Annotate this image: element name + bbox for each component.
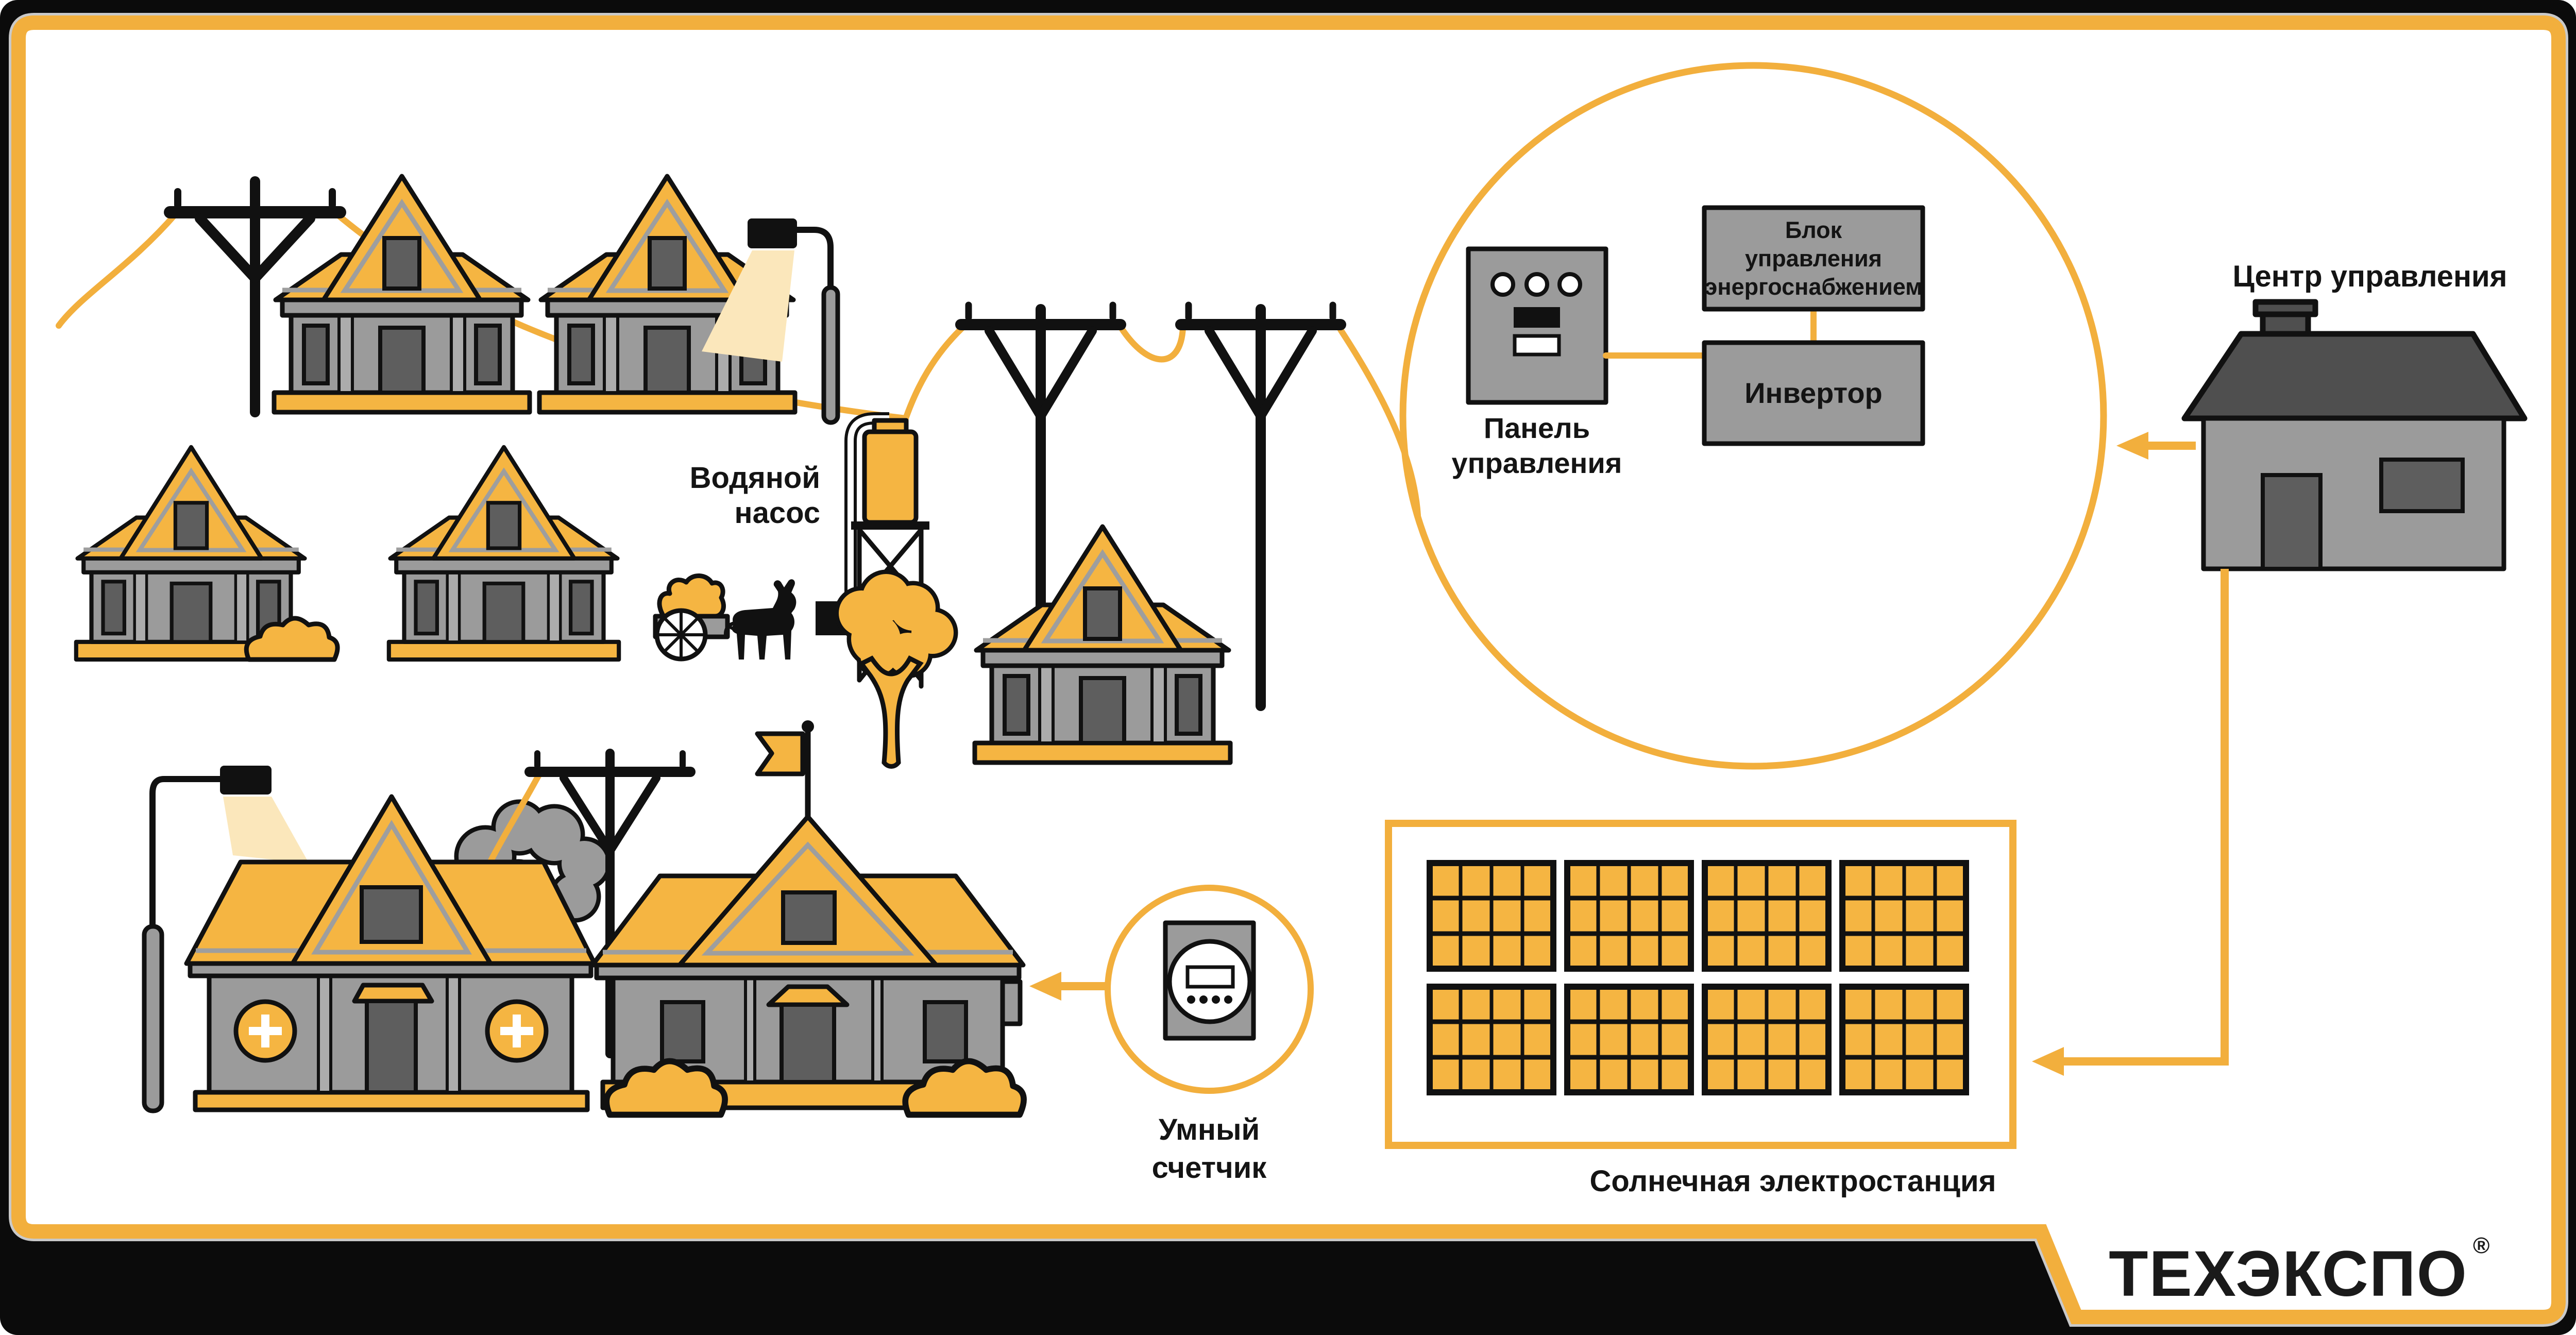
inverter-label: Инвертор	[1744, 377, 1882, 409]
door-awning	[352, 983, 434, 1004]
solar-panel	[1705, 863, 1828, 969]
logo-text: ТЕХЭКСПО	[2109, 1238, 2468, 1310]
wire-between-poles	[1118, 325, 1186, 363]
solar-panel	[1430, 987, 1553, 1092]
hospital	[184, 794, 597, 1112]
solar-label: Солнечная электростанция	[1589, 1164, 1996, 1198]
street-lamp-top	[702, 218, 840, 425]
street-lamp-bottom	[142, 766, 309, 1113]
inverter-block: Инвертор	[1702, 340, 1925, 446]
donkey-cart	[653, 573, 796, 662]
water-tank	[862, 429, 919, 525]
arrow-meter-to-house	[1029, 972, 1107, 1001]
solar-frame	[1385, 820, 2016, 1149]
solar-panel	[1567, 863, 1691, 969]
wire-pole-to-cloud	[487, 772, 542, 865]
solar-panel	[1430, 863, 1553, 969]
meter-display	[1185, 965, 1235, 989]
meter-label-2: счетчик	[1152, 1151, 1267, 1185]
wire-left-edge	[56, 210, 179, 329]
water-pump-label-1: Водяной	[690, 461, 820, 495]
logo-registered-mark: ®	[2473, 1233, 2489, 1258]
lamp-beam	[223, 797, 309, 864]
power-pole-topleft	[164, 176, 346, 417]
block-label-2: управления	[1745, 245, 1882, 272]
lamp-head	[220, 766, 272, 795]
school-door	[779, 1003, 836, 1084]
donkey	[732, 579, 796, 660]
smart-meter	[1105, 885, 1314, 1094]
wire-pole-to-circle	[1337, 327, 1421, 518]
brand-logo: ТЕХЭКСПО ®	[2109, 1233, 2489, 1310]
panel-label-2: управления	[1452, 447, 1622, 479]
hospital-door	[365, 999, 418, 1094]
wire-pole-to-tank	[903, 325, 965, 421]
window	[2379, 458, 2465, 513]
power-control-block: Блок управления энергоснабжением	[1702, 205, 1925, 312]
gable-window	[360, 885, 423, 944]
panel-label-1: Панель	[1484, 412, 1590, 444]
control-panel-device	[1466, 246, 1608, 405]
flag	[755, 731, 805, 776]
lamp-head	[748, 218, 797, 248]
roof	[2181, 331, 2528, 421]
solar-panel	[1705, 987, 1828, 1092]
tree-trunk	[858, 655, 924, 769]
lamp-beam	[702, 250, 794, 362]
control-center-label: Центр управления	[2232, 260, 2507, 293]
door-awning	[766, 984, 850, 1007]
power-pole-bottom	[524, 749, 696, 1058]
tree	[834, 569, 958, 769]
solar-station	[1385, 820, 2016, 1149]
hay	[657, 573, 726, 619]
donkey-tail	[723, 621, 736, 638]
block-label-1: Блок	[1785, 217, 1842, 243]
control-center	[2181, 299, 2528, 571]
solar-panel	[1842, 863, 1966, 969]
arrow-center-to-circle	[2116, 432, 2196, 460]
solar-panel	[1567, 987, 1691, 1092]
arrow-center-to-solar	[2032, 569, 2229, 1076]
water-pump-label-2: насос	[735, 496, 820, 530]
solar-panel	[1842, 987, 1966, 1092]
school	[590, 720, 1024, 1115]
controller-circle	[1399, 62, 2107, 770]
wall-meter-box	[1000, 979, 1023, 1026]
gable-window	[781, 890, 837, 945]
meter-label-1: Умный	[1159, 1113, 1260, 1146]
block-label-3: энергоснабжением	[1705, 274, 1923, 300]
door	[2261, 473, 2323, 571]
